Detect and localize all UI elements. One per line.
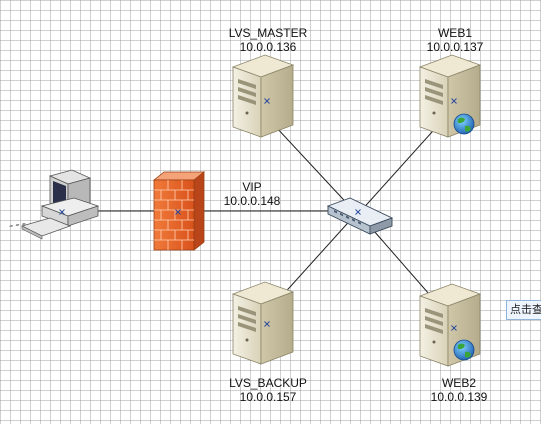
web1-label: WEB1 10.0.0.137: [410, 26, 500, 54]
lvs-master-ip: 10.0.0.136: [239, 40, 297, 54]
lvs-backup-ip: 10.0.0.157: [239, 390, 297, 404]
lvs-backup-server-icon: [232, 281, 294, 365]
view-tooltip[interactable]: 点击查看: [506, 300, 541, 320]
vip-ip: 10.0.0.148: [223, 194, 281, 208]
globe-icon: [453, 339, 475, 361]
switch-icon: [326, 197, 394, 235]
lvs-master-name: LVS_MASTER: [228, 26, 308, 40]
web2-label: WEB2 10.0.0.139: [414, 376, 504, 404]
web1-ip: 10.0.0.137: [426, 40, 484, 54]
firewall-icon: [152, 171, 206, 251]
lvs-master-server-icon: [232, 54, 294, 138]
web2-server-icon: [419, 283, 481, 367]
lvs-backup-label: LVS_BACKUP 10.0.0.157: [218, 376, 318, 404]
globe-icon: [453, 113, 475, 135]
vip-label: VIP 10.0.0.148: [212, 180, 292, 208]
web1-server-icon: [419, 54, 481, 138]
lvs-backup-name: LVS_BACKUP: [229, 376, 307, 390]
web2-ip: 10.0.0.139: [430, 390, 488, 404]
lvs-master-label: LVS_MASTER 10.0.0.136: [218, 26, 318, 54]
workstation-icon: [9, 169, 100, 240]
web1-name: WEB1: [437, 26, 472, 40]
vip-name: VIP: [242, 180, 262, 194]
web2-name: WEB2: [441, 376, 476, 390]
